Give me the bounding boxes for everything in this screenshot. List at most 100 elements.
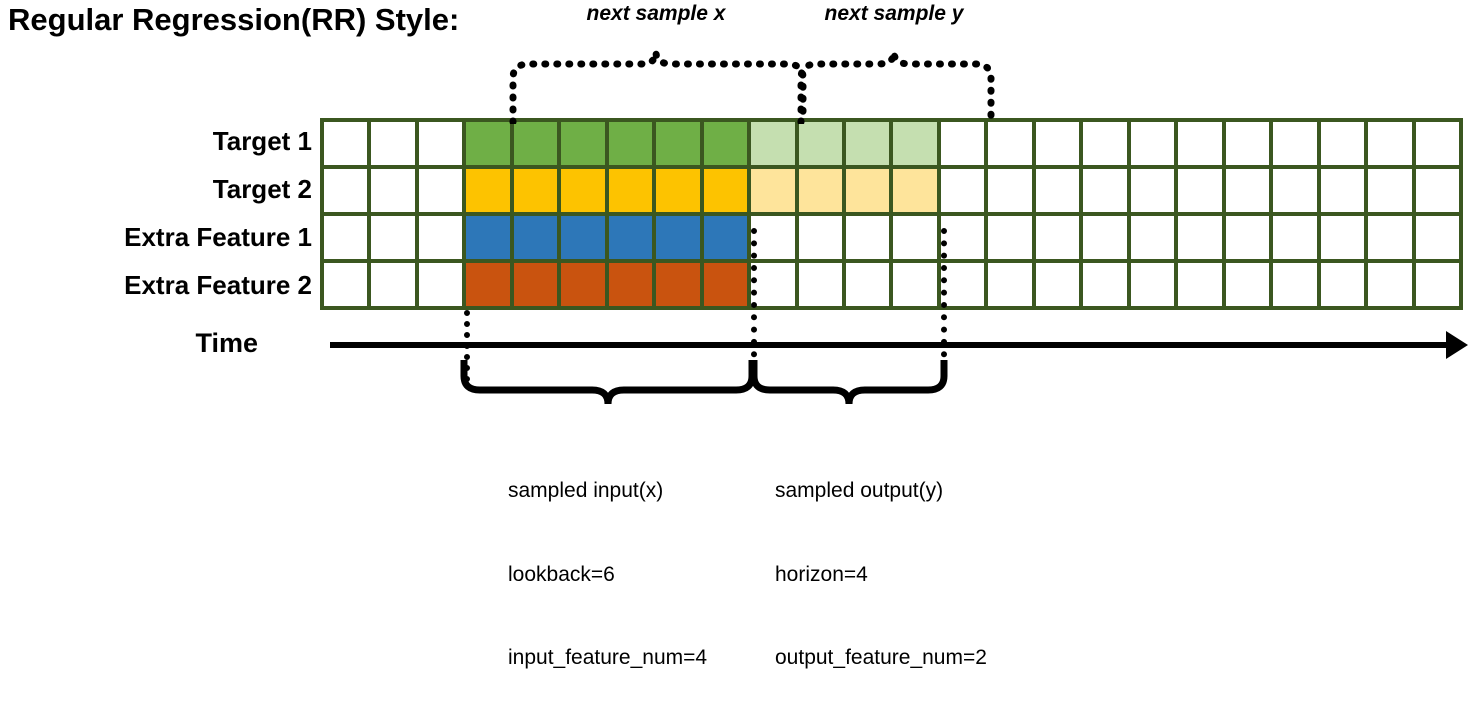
grid-cell-r3-c12	[846, 216, 890, 259]
bottom-text-output-horizon: horizon=4	[775, 562, 868, 586]
top-brace-label-y: next sample y	[824, 2, 964, 25]
grid-cell-r4-c10	[751, 263, 795, 306]
bottom-text-output-title: sampled output(y)	[775, 479, 944, 503]
grid-cell-r3-c22	[1320, 216, 1365, 259]
grid-cell-r3-c1	[324, 216, 368, 259]
grid-cell-r3-c6	[561, 216, 605, 259]
grid-cell-r2-c8	[656, 169, 700, 212]
row-label-target-1: Target 1	[212, 126, 312, 156]
bottom-text-output: sampled output(y) horizon=4 output_featu…	[775, 422, 987, 727]
grid-cell-r3-c21	[1273, 216, 1317, 259]
grid-cell-r2-c12	[846, 169, 890, 212]
grid-cell-r1-c1	[324, 122, 368, 165]
grid-cell-r3-c13	[893, 216, 937, 259]
grid-cell-r1-c24	[1415, 122, 1459, 165]
grid-cell-r2-c7	[608, 169, 653, 212]
grid-cell-r4-c8	[656, 263, 700, 306]
grid-cell-r1-c23	[1368, 122, 1412, 165]
timeseries-grid	[320, 118, 1463, 310]
grid-cell-r1-c4	[466, 122, 510, 165]
grid-cell-r1-c8	[656, 122, 700, 165]
grid-cell-r2-c6	[561, 169, 605, 212]
grid-cell-r3-c5	[513, 216, 558, 259]
grid-cell-r1-c21	[1273, 122, 1317, 165]
grid-cell-r1-c16	[1035, 122, 1080, 165]
grid-cell-r2-c23	[1368, 169, 1412, 212]
grid-cell-r1-c15	[988, 122, 1032, 165]
arrow-right-icon	[1446, 331, 1468, 359]
grid-cell-r3-c3	[418, 216, 463, 259]
grid-cell-r1-c14	[940, 122, 985, 165]
grid-cell-r2-c4	[466, 169, 510, 212]
grid-cell-r3-c4	[466, 216, 510, 259]
grid-cell-r2-c10	[751, 169, 795, 212]
grid-cell-r1-c19	[1178, 122, 1222, 165]
grid-cell-r3-c18	[1130, 216, 1175, 259]
grid-cell-r3-c23	[1368, 216, 1412, 259]
grid-cell-r1-c6	[561, 122, 605, 165]
grid-cell-r1-c5	[513, 122, 558, 165]
grid-cell-r1-c2	[371, 122, 415, 165]
grid-cell-r4-c16	[1035, 263, 1080, 306]
top-brace-next-sample-y	[797, 51, 995, 124]
grid-cell-r1-c9	[703, 122, 748, 165]
guide-line-input-end	[751, 228, 757, 382]
grid-cell-r3-c15	[988, 216, 1032, 259]
grid-cell-r1-c18	[1130, 122, 1175, 165]
bottom-brace-sampled-output	[750, 360, 948, 405]
bottom-text-input-lookback: lookback=6	[508, 562, 615, 586]
grid-cell-r4-c22	[1320, 263, 1365, 306]
row-label-target-2: Target 2	[212, 174, 312, 204]
grid-cell-r2-c9	[703, 169, 748, 212]
grid-cell-r4-c24	[1415, 263, 1459, 306]
grid-cell-r1-c11	[798, 122, 843, 165]
grid-cell-r3-c20	[1225, 216, 1270, 259]
bottom-text-input-title: sampled input(x)	[508, 479, 664, 503]
guide-line-input-start	[464, 310, 470, 382]
grid-cell-r4-c4	[466, 263, 510, 306]
grid-cell-r2-c19	[1178, 169, 1222, 212]
row-label-extra-feature-1: Extra Feature 1	[124, 222, 312, 252]
grid-cell-r4-c3	[418, 263, 463, 306]
grid-cell-r4-c7	[608, 263, 653, 306]
grid-cell-r3-c9	[703, 216, 748, 259]
grid-cell-r4-c13	[893, 263, 937, 306]
grid-cell-r2-c3	[418, 169, 463, 212]
grid-cell-r2-c14	[940, 169, 985, 212]
time-axis-line	[330, 342, 1458, 348]
grid-cell-r2-c1	[324, 169, 368, 212]
grid-cell-r2-c17	[1083, 169, 1127, 212]
grid-cell-r2-c18	[1130, 169, 1175, 212]
grid-cell-r3-c8	[656, 216, 700, 259]
grid-cell-r2-c11	[798, 169, 843, 212]
grid-cell-r3-c16	[1035, 216, 1080, 259]
grid-cell-r4-c12	[846, 263, 890, 306]
grid-cell-r4-c19	[1178, 263, 1222, 306]
grid-cell-r4-c23	[1368, 263, 1412, 306]
bottom-text-input: sampled input(x) lookback=6 input_featur…	[508, 422, 707, 727]
top-brace-label-x: next sample x	[586, 2, 726, 25]
grid-cell-r3-c7	[608, 216, 653, 259]
grid-cell-r2-c20	[1225, 169, 1270, 212]
bottom-text-input-feature-num: input_feature_num=4	[508, 645, 708, 669]
grid-cell-r2-c22	[1320, 169, 1365, 212]
grid-cell-r3-c19	[1178, 216, 1222, 259]
grid-cell-r4-c14	[940, 263, 985, 306]
grid-cell-r2-c24	[1415, 169, 1459, 212]
grid-cell-r4-c17	[1083, 263, 1127, 306]
page-title: Regular Regression(RR) Style:	[8, 2, 460, 37]
grid-cell-r2-c2	[371, 169, 415, 212]
guide-line-output-end	[941, 228, 947, 382]
grid-cell-r1-c17	[1083, 122, 1127, 165]
grid-cell-r2-c16	[1035, 169, 1080, 212]
time-axis-label: Time	[195, 328, 258, 358]
grid-cell-r3-c2	[371, 216, 415, 259]
grid-cell-r4-c11	[798, 263, 843, 306]
grid-cell-r2-c5	[513, 169, 558, 212]
grid-cell-r4-c18	[1130, 263, 1175, 306]
grid-cell-r3-c17	[1083, 216, 1127, 259]
grid-cell-r1-c7	[608, 122, 653, 165]
grid-cell-r1-c12	[846, 122, 890, 165]
grid-cell-r3-c10	[751, 216, 795, 259]
bottom-brace-sampled-input	[460, 360, 756, 405]
